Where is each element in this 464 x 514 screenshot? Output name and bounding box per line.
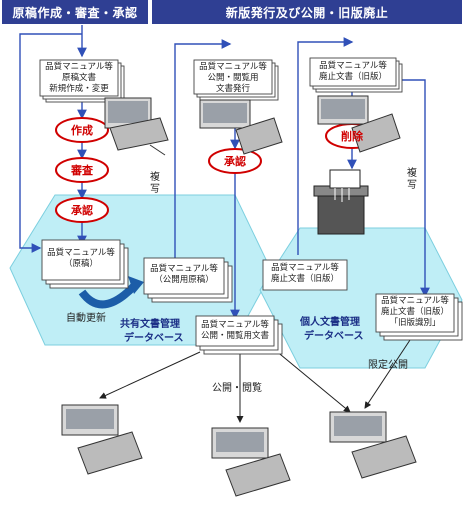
approve2-step-label: 承認 bbox=[224, 154, 246, 168]
computer-icon-bottom-right bbox=[329, 411, 417, 479]
approve1-step-oval bbox=[55, 197, 109, 223]
auto-update-label: 自動更新 bbox=[66, 313, 106, 324]
computer-icon-bottom-mid bbox=[211, 427, 291, 497]
doc-public-original: 品質マニュアル等 （公開用原稿） bbox=[150, 264, 218, 285]
auto-update-arrow bbox=[78, 282, 138, 309]
shredder-icon bbox=[313, 169, 369, 235]
computer-icon-top-right bbox=[317, 95, 401, 153]
personal-database-label: 個人文書管理 データベース bbox=[300, 317, 364, 342]
doc-draft-stack: 品質マニュアル等 （原稿） bbox=[47, 248, 115, 269]
approve2-step-oval bbox=[208, 148, 262, 174]
create-step-oval bbox=[55, 117, 109, 143]
computer-icon-bottom-left bbox=[61, 404, 143, 475]
limited-public-label: 限定公開 bbox=[368, 360, 408, 371]
doc-publish: 品質マニュアル等 公開・閲覧用 文書発行 bbox=[199, 62, 267, 94]
approve1-step-label: 承認 bbox=[71, 203, 93, 217]
copy-label-left: 複写 bbox=[150, 172, 160, 195]
copy-label-right: 複写 bbox=[407, 168, 417, 191]
create-step-label: 作成 bbox=[71, 123, 93, 137]
shared-database-label: 共有文書管理 データベース bbox=[120, 319, 184, 344]
document-stacks bbox=[39, 57, 463, 355]
doc-obsolete-personal: 品質マニュアル等 廃止文書（旧版） 「旧版識別」 bbox=[380, 296, 449, 328]
distribution-lines bbox=[99, 339, 411, 423]
computer-icon-top-left bbox=[104, 97, 169, 156]
doc-draft-new: 品質マニュアル等 原稿文書 新規作成・変更 bbox=[45, 62, 113, 94]
doc-public-view: 品質マニュアル等 公開・閲覧用文書 bbox=[200, 320, 269, 341]
review-step-label: 審査 bbox=[70, 163, 93, 177]
header-left: 原稿作成・審査・承認 bbox=[2, 0, 148, 24]
public-browse-label: 公開・閲覧 bbox=[212, 383, 262, 394]
delete-step-label: 削除 bbox=[341, 129, 364, 143]
doc-obsolete-top: 品質マニュアル等 廃止文書（旧版） bbox=[318, 61, 387, 82]
review-step-oval bbox=[55, 157, 109, 183]
doc-obsolete-mid: 品質マニュアル等 廃止文書（旧版） bbox=[270, 263, 339, 284]
header-right: 新版発行及び公開・旧版廃止 bbox=[152, 0, 462, 24]
computer-icon-top-mid bbox=[199, 99, 283, 155]
